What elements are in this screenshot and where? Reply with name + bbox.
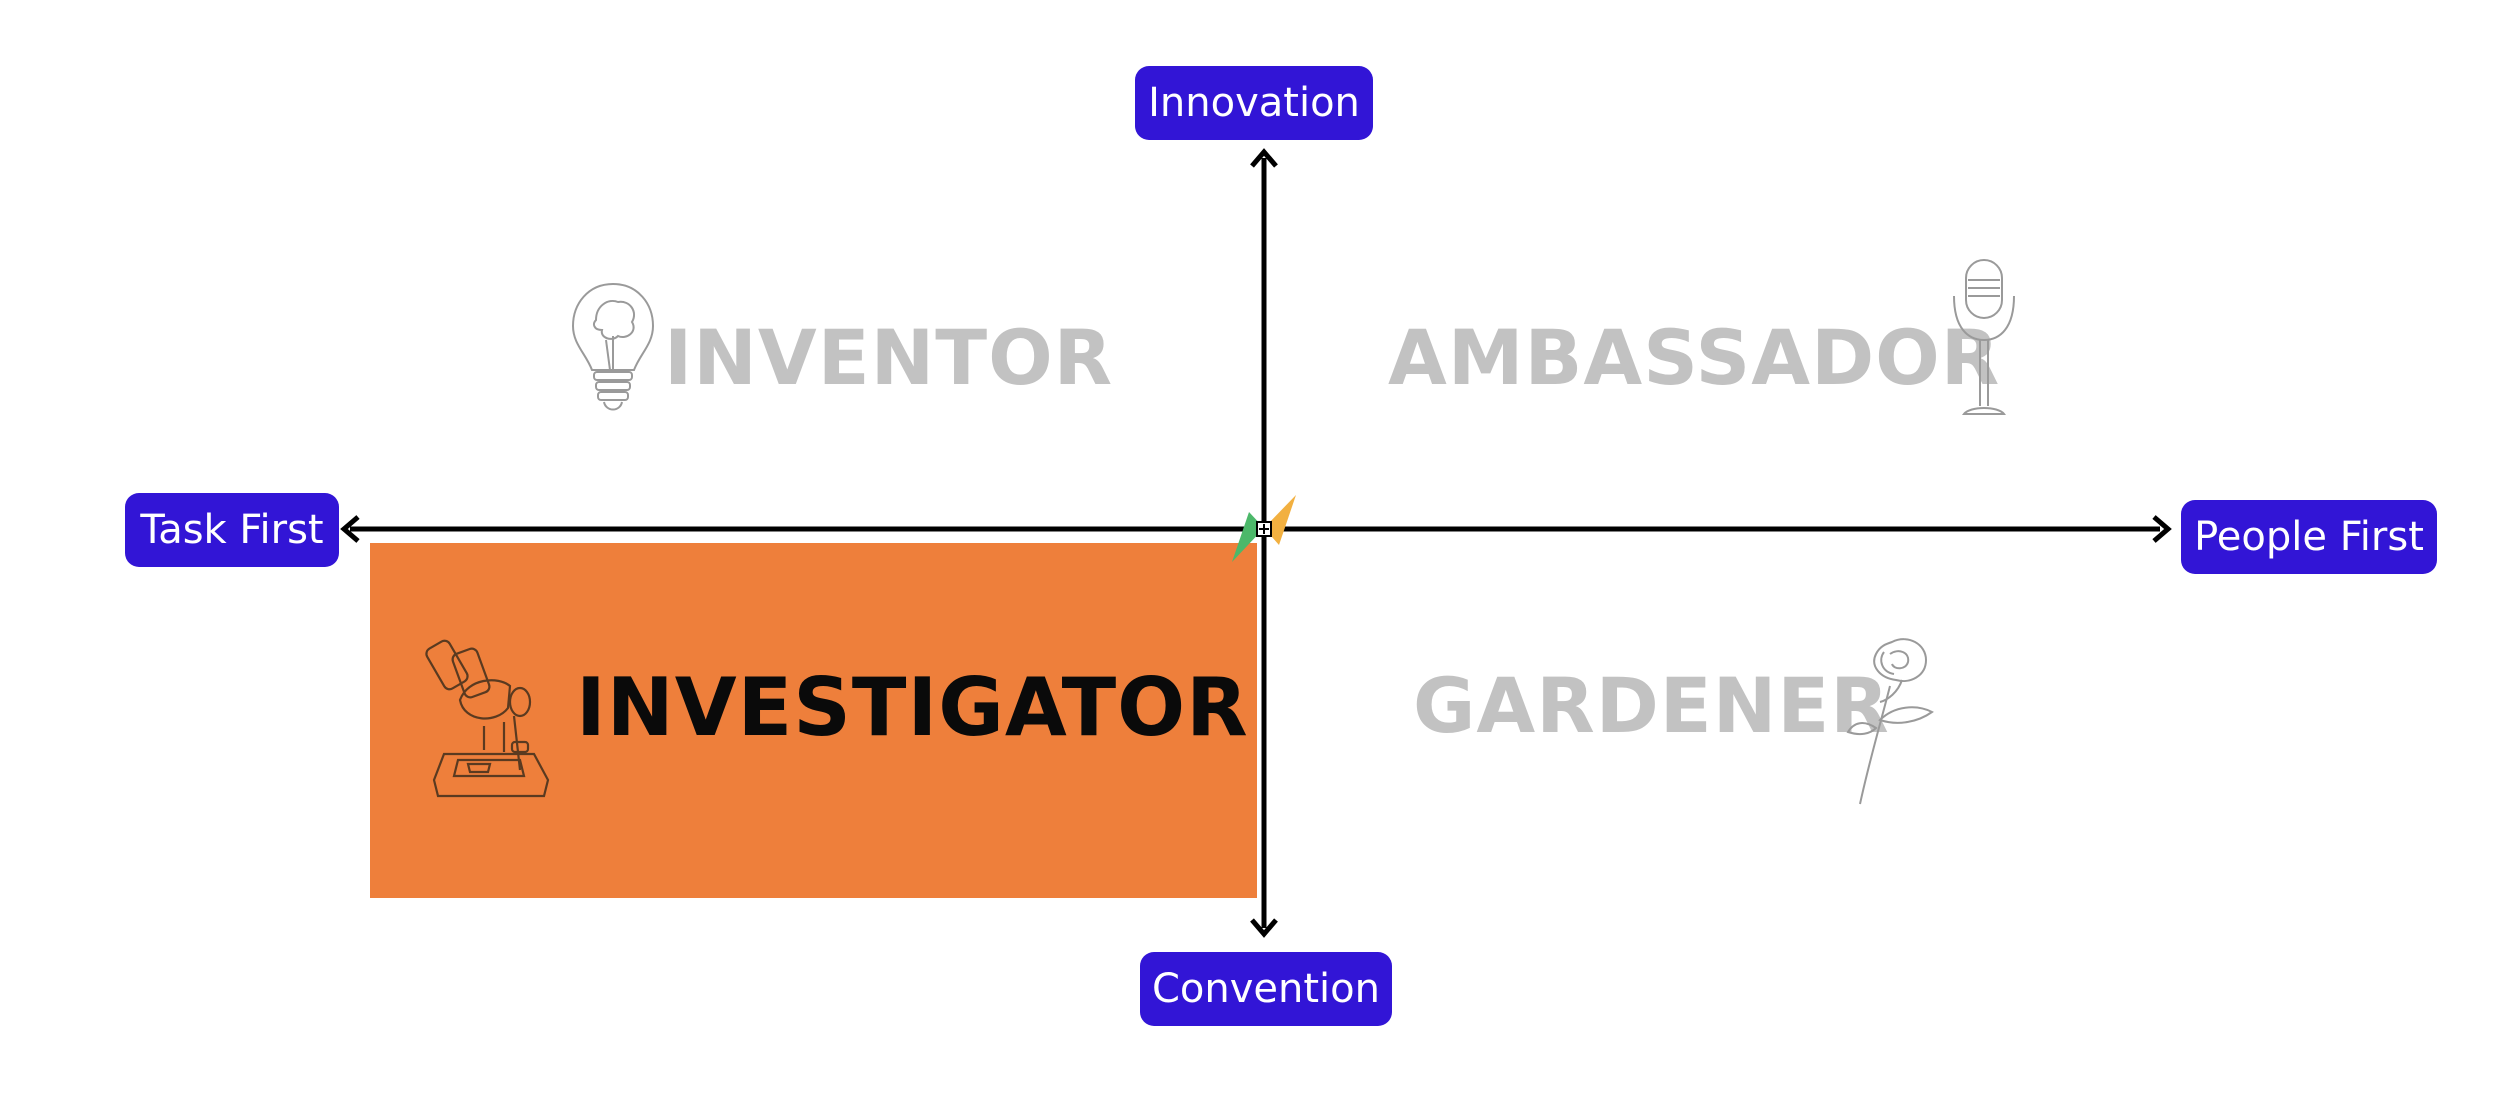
gardener-label[interactable]: GARDENER (1413, 668, 1890, 744)
inventor-label[interactable]: INVENTOR (664, 320, 1113, 396)
innovation-label[interactable]: Innovation (1135, 66, 1373, 140)
convention-label[interactable]: Convention (1140, 952, 1392, 1026)
rose-icon (1842, 628, 1952, 808)
people-first-label[interactable]: People First (2181, 500, 2437, 574)
microscope-icon (424, 630, 564, 810)
ambassador-label[interactable]: AMBASSADOR (1388, 320, 2000, 396)
investigator-label[interactable]: INVESTIGATOR (576, 668, 1249, 748)
task-first-label[interactable]: Task First (125, 493, 339, 567)
microphone-icon (1944, 256, 2024, 421)
lightbulb-icon (568, 280, 658, 420)
